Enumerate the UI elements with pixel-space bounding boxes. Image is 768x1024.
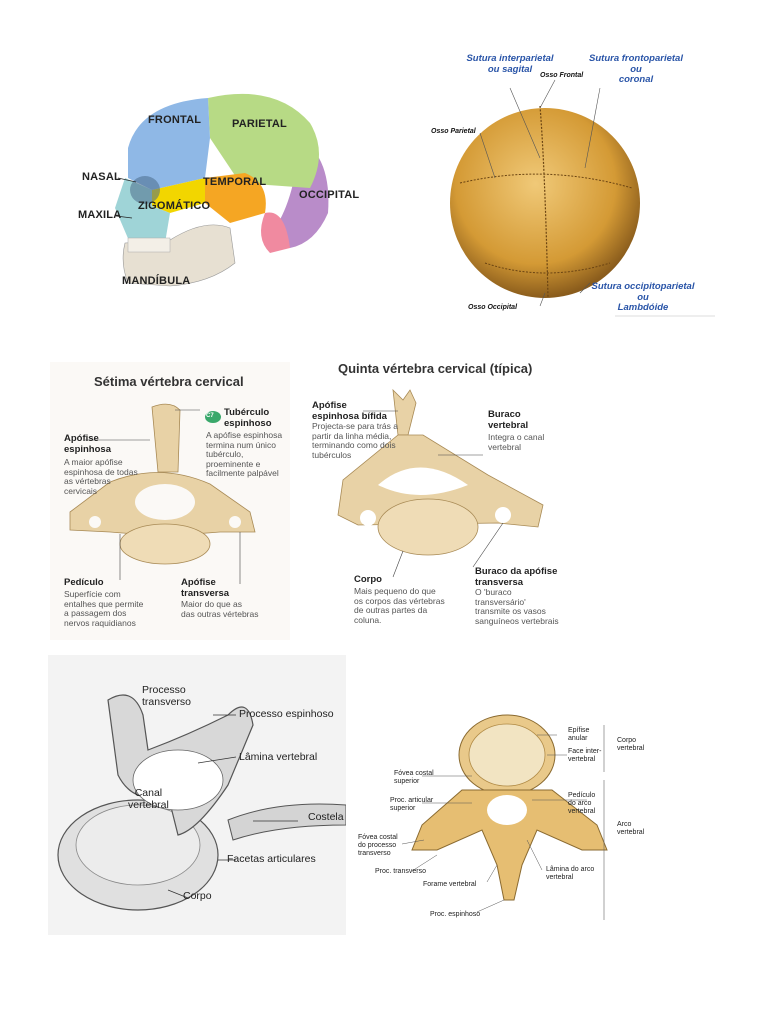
c5-buraco-transversa-desc: O 'buraco transversário' transmite os va…: [475, 587, 559, 626]
label-corpo-vertebral: Corpo vertebral: [617, 737, 645, 752]
c5-buraco-transversa-name: Buraco da apófise transversa: [475, 566, 558, 588]
c7-vertebra-panel: Sétima vértebra cervical C7 Tubérculo es…: [50, 362, 290, 640]
label-frontal: FRONTAL: [148, 114, 202, 126]
label-costela: Costela: [308, 811, 344, 823]
label-pediculo-arco: Pedículo do arco vertebral: [568, 792, 596, 815]
lateral-skull-illustration: [115, 93, 329, 287]
label-lamina-vertebral: Lâmina vertebral: [239, 751, 318, 763]
label-maxila: MAXILA: [78, 209, 122, 221]
label-parietal: PARIETAL: [232, 118, 287, 130]
c5-vertebra-panel: Quinta vértebra cervical (típica) Apófis…: [298, 355, 560, 630]
label-processo-espinhoso: Processo espinhoso: [239, 708, 334, 720]
label-sutura-occipitoparietal: Sutura occipitoparietal ou Lambdóide: [591, 281, 695, 314]
label-epifise-anular: Epífise anular: [568, 727, 590, 742]
thoracic-sketch-illustration: [57, 694, 346, 911]
c7-apofise-espinhosa-desc: A maior apófise espinhosa de todas as vé…: [64, 457, 138, 496]
label-nasal: NASAL: [82, 171, 121, 183]
c5-buraco-vertebral-name: Buraco vertebral: [488, 409, 529, 431]
thoracic-color-illustration: [401, 714, 608, 920]
label-processo-transverso: Processo transverso: [142, 684, 192, 708]
label-occipital: OCCIPITAL: [299, 189, 360, 201]
c7-vertebra-illustration: [69, 403, 256, 584]
label-face-intervertebral: Face inter- vertebral: [568, 748, 602, 763]
label-proc-articular-superior: Proc. articular superior: [390, 797, 434, 812]
c7-badge-shape: [205, 411, 221, 423]
c7-pediculo-name: Pedículo: [64, 577, 104, 588]
label-proc-transverso: Proc. transverso: [375, 868, 426, 875]
label-mandibula: MANDÍBULA: [122, 275, 191, 287]
label-facetas-articulares: Facetas articulares: [227, 853, 316, 865]
c5-buraco-vertebral-desc: Integra o canal vertebral: [488, 432, 545, 452]
c7-apofise-espinhosa-name: Apófise espinhosa: [64, 433, 111, 455]
lateral-skull-panel: FRONTAL PARIETAL NASAL TEMPORAL OCCIPITA…: [70, 78, 370, 303]
c7-pediculo-desc: Superfície com entalhes que permite a pa…: [64, 589, 144, 628]
label-lamina-arco: Lâmina do arco vertebral: [546, 866, 595, 881]
c5-corpo-desc: Mais pequeno do que os corpos das vérteb…: [354, 586, 445, 625]
c7-tuberculo-name: Tubérculo espinhoso: [224, 407, 272, 429]
label-temporal: TEMPORAL: [203, 176, 267, 188]
label-osso-occipital: Osso Occipital: [468, 304, 518, 311]
thoracic-sketch-panel: Processo transverso Processo espinhoso L…: [48, 655, 346, 935]
label-osso-parietal: Osso Parietal: [431, 128, 476, 135]
c5-bifida-name: Apófise espinhosa bífida: [312, 400, 387, 422]
c5-vertebra-illustration: [337, 388, 544, 578]
superior-skull-panel: Sutura interparietal ou sagital Osso Fro…: [420, 48, 720, 323]
label-sutura-frontoparietal: Sutura frontoparietal ou coronal: [589, 53, 683, 86]
c7-tuberculo-desc: A apófise espinhosa termina num único tu…: [206, 430, 283, 479]
c7-apofise-transversa-desc: Maior do que as das outras vértebras: [181, 599, 259, 619]
label-osso-frontal: Osso Frontal: [540, 72, 584, 79]
c5-corpo-name: Corpo: [354, 574, 382, 585]
c7-title: Sétima vértebra cervical: [94, 374, 244, 389]
superior-skull-illustration: [450, 79, 715, 317]
c5-bifida-desc: Projecta-se para trás a partir da linha …: [312, 421, 398, 460]
c7-badge-label: C7: [206, 413, 214, 419]
label-corpo: Corpo: [183, 890, 212, 902]
label-arco-vertebral: Arco vertebral: [617, 821, 645, 836]
thoracic-color-panel: Epífise anular Face inter- vertebral Cor…: [352, 690, 687, 930]
c5-title: Quinta vértebra cervical (típica): [338, 361, 533, 376]
label-zigomatico: ZIGOMÁTICO: [138, 200, 211, 212]
label-forame-vertebral: Forame vertebral: [423, 881, 477, 888]
label-canal-vertebral: Canal vertebral: [128, 787, 169, 811]
label-sutura-interparietal: Sutura interparietal ou sagital: [466, 53, 554, 75]
label-fovea-costal-superior: Fóvea costal superior: [394, 770, 434, 785]
label-fovea-costal-transverso: Fóvea costal do processo transverso: [358, 834, 398, 857]
c7-apofise-transversa-name: Apófise transversa: [181, 577, 230, 599]
label-proc-espinhoso: Proc. espinhoso: [430, 911, 481, 918]
